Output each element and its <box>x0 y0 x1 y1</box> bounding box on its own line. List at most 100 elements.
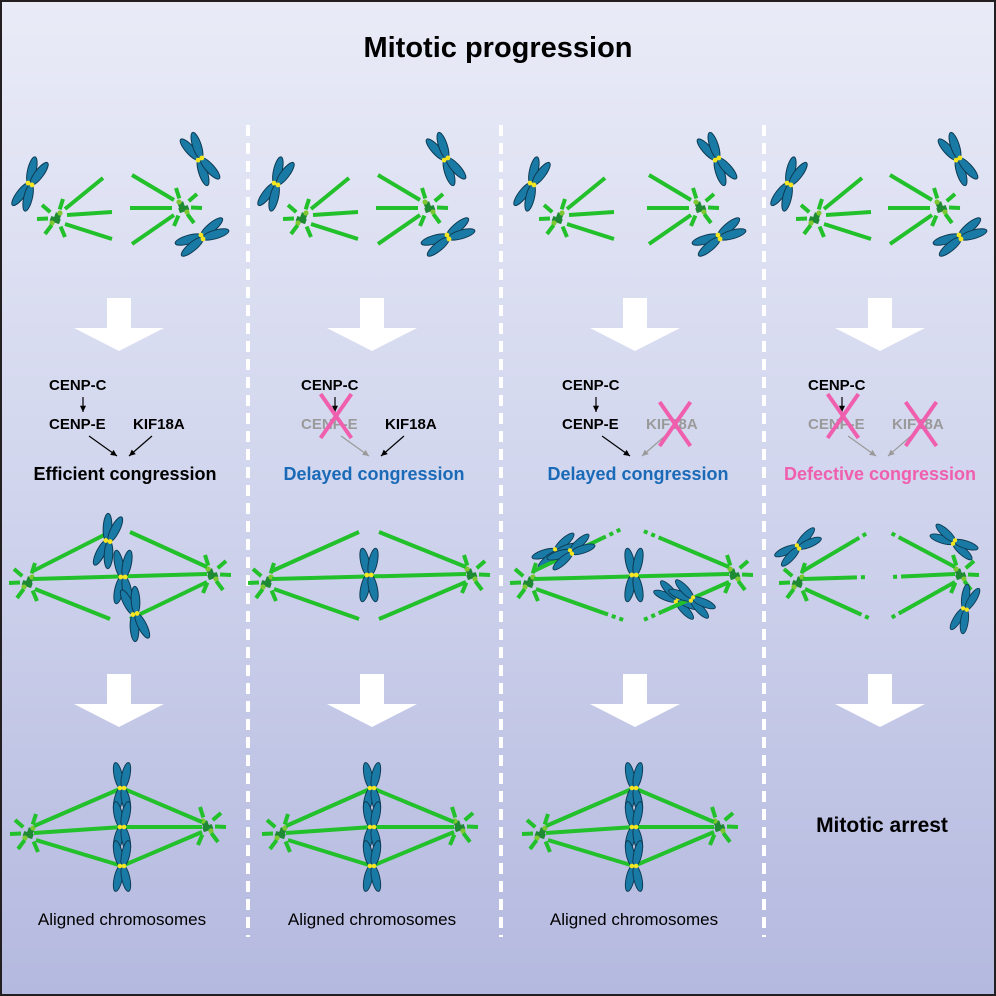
gene-label-cenp-c: CENP-C <box>562 377 620 394</box>
final-state-label: Aligned chromosomes <box>550 910 718 929</box>
chromosome <box>774 527 822 567</box>
astral-microtubule <box>738 559 750 570</box>
chromosome <box>362 840 382 892</box>
spindle-cell <box>509 527 754 622</box>
centriole-end <box>213 576 219 582</box>
centromere <box>121 824 127 830</box>
microtubule <box>888 213 934 246</box>
astral-microtubule <box>560 225 569 238</box>
centromere <box>717 236 723 242</box>
centromere <box>271 180 277 186</box>
arrowhead-icon <box>79 405 87 412</box>
centrosome <box>274 825 288 841</box>
centriole <box>729 571 741 581</box>
centromere <box>364 572 370 578</box>
congression-outcome-label: Delayed congression <box>283 464 464 484</box>
astral-microtubule <box>214 824 227 829</box>
microtubule-fragment <box>642 609 664 622</box>
microtubule <box>647 173 693 202</box>
centriole <box>49 215 61 225</box>
centromere <box>199 155 205 161</box>
chromosome <box>513 156 551 212</box>
diagram-title: Mitotic progression <box>363 32 633 64</box>
chromosome <box>949 583 981 635</box>
microtubule <box>273 587 360 621</box>
gene-label-cenp-e: CENP-E <box>49 416 106 433</box>
centromere <box>121 785 127 791</box>
microtubule-fragment <box>642 529 664 541</box>
astral-microtubule <box>528 839 539 851</box>
astral-microtubule <box>282 813 290 826</box>
astral-microtubule <box>31 840 40 853</box>
arrowhead-icon <box>642 449 649 456</box>
centromere <box>633 863 639 869</box>
centromere <box>371 785 377 791</box>
microtubule <box>376 213 422 246</box>
microtubule <box>823 222 872 241</box>
arrowhead-icon <box>888 449 895 456</box>
congression-outcome-label: Delayed congression <box>547 464 728 484</box>
centriole-end <box>791 584 797 590</box>
astral-microtubule <box>509 580 522 585</box>
microtubule <box>801 538 857 573</box>
centriole-end <box>542 825 548 831</box>
astral-microtubule <box>466 824 479 829</box>
microtubule <box>904 572 956 579</box>
astral-microtubule <box>462 554 470 567</box>
prometaphase-cell <box>11 131 230 257</box>
astral-microtubule <box>802 224 813 236</box>
microtubule <box>371 830 455 868</box>
centromere <box>633 824 639 830</box>
centriole-end <box>522 584 528 590</box>
progression-arrow-icon <box>590 674 680 727</box>
microtubule <box>535 587 605 616</box>
final-cell: Aligned chromosomes <box>521 762 739 929</box>
astral-microtubule <box>282 216 295 221</box>
centriole-end <box>472 576 478 582</box>
gene-label-cenp-c: CENP-C <box>808 377 866 394</box>
astral-microtubule <box>538 216 551 221</box>
centrosome <box>727 566 741 582</box>
centromere <box>117 824 123 830</box>
astral-microtubule <box>817 225 826 238</box>
astral-microtubule <box>930 214 939 227</box>
chromosome <box>546 533 596 571</box>
centromere <box>195 157 201 163</box>
centromere <box>673 599 679 604</box>
centriole <box>808 215 820 225</box>
centrosome <box>953 566 967 582</box>
astral-microtubule <box>530 562 538 575</box>
centriole-end <box>30 825 36 831</box>
astral-microtubule <box>785 588 796 600</box>
astral-microtubule <box>203 554 211 567</box>
centriole-end <box>961 576 967 582</box>
microtubule <box>545 786 635 828</box>
astral-microtubule <box>521 831 534 836</box>
centriole <box>178 204 190 214</box>
astral-microtubule <box>286 203 298 214</box>
centrosome <box>295 210 309 226</box>
centriole-end <box>460 828 466 834</box>
progression-arrow-icon <box>327 298 417 351</box>
centromere <box>25 180 31 186</box>
chromosome <box>420 217 476 257</box>
centromere <box>784 180 790 186</box>
astral-microtubule <box>251 567 263 578</box>
astral-microtubule <box>418 214 427 227</box>
astral-microtubule <box>473 580 484 592</box>
astral-microtubule <box>559 198 567 211</box>
astral-microtubule <box>36 216 49 221</box>
astral-microtubule <box>265 818 277 829</box>
centriole-end <box>57 210 63 216</box>
arrowhead-icon <box>623 449 630 456</box>
centriole-end <box>701 209 707 215</box>
astral-microtubule <box>967 572 980 577</box>
centrosome <box>452 818 466 834</box>
astral-microtubule <box>57 198 65 211</box>
centromere <box>367 824 373 830</box>
astral-microtubule <box>30 813 38 826</box>
